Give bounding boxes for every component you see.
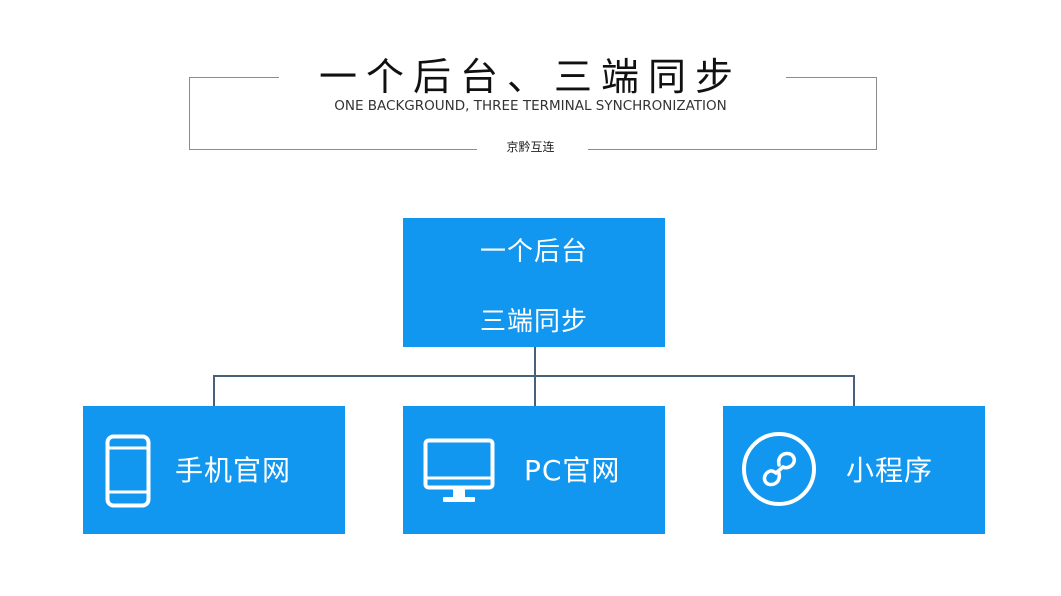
connector-right — [853, 375, 855, 406]
leaf-node-mini-program: 小程序 — [723, 406, 985, 534]
header-top-line-right — [786, 77, 877, 78]
page-subtitle: ONE BACKGROUND, THREE TERMINAL SYNCHRONI… — [334, 98, 727, 114]
leaf-node-mobile: 手机官网 — [83, 406, 345, 534]
smartphone-icon — [105, 434, 151, 512]
leaf-label-mobile: 手机官网 — [175, 454, 292, 487]
leaf-label-pc: PC官网 — [524, 454, 621, 487]
leaf-node-pc: PC官网 — [403, 406, 665, 534]
header-bottom-line-left — [189, 149, 477, 150]
monitor-icon — [423, 438, 495, 510]
page-title: 一个后台、三端同步 — [318, 55, 742, 99]
root-node: 一个后台 三端同步 — [403, 218, 665, 347]
leaf-label-mini-program: 小程序 — [846, 454, 934, 487]
header-frame — [189, 77, 877, 150]
header-bottom-line-right — [588, 149, 877, 150]
root-node-line-1: 一个后台 — [479, 237, 588, 267]
header-top-line-left — [189, 77, 279, 78]
connector-trunk — [534, 347, 536, 376]
mini-program-icon — [740, 430, 818, 512]
root-node-line-2: 三端同步 — [479, 307, 588, 337]
connector-middle — [534, 375, 536, 406]
brand-label: 京黔互连 — [506, 140, 555, 154]
connector-left — [213, 375, 215, 406]
